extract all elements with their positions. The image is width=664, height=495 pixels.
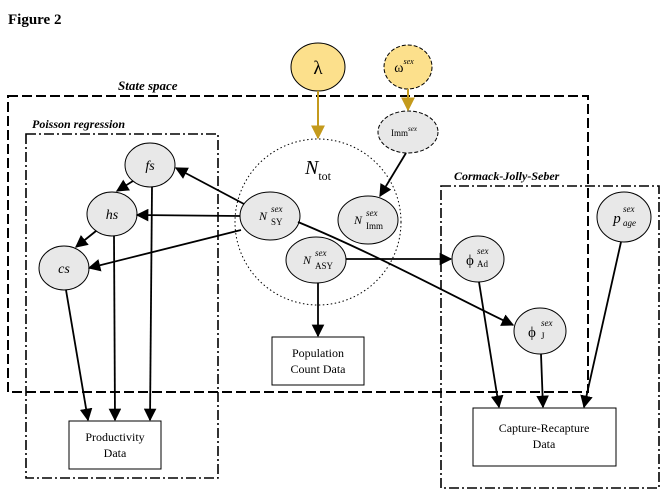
nimm-sup: sex (366, 208, 378, 218)
nsy-sub: SY (271, 217, 283, 227)
population-line1: Population (292, 346, 344, 360)
fs-label: fs (145, 159, 155, 174)
nasy-sub: ASY (315, 261, 334, 271)
lambda-label: λ (313, 58, 323, 79)
omega-label: ωsex (394, 57, 414, 76)
arrow-nsy-phij (297, 221, 515, 326)
phi-ad-sub: Ad (477, 259, 488, 269)
ntot-circle (234, 138, 402, 306)
phi-j-sub: J (541, 331, 545, 341)
nsy-sup: sex (271, 204, 283, 214)
population-count-box (271, 336, 365, 386)
p-age-base: p (612, 211, 621, 227)
nimm-node (337, 195, 399, 245)
nsy-n: N (258, 209, 268, 223)
phi-j-base: ϕ (528, 325, 536, 341)
nasy-node (285, 236, 347, 284)
productivity-line2: Data (104, 446, 127, 460)
fs-node (124, 142, 176, 188)
capture-recapture-box (472, 407, 617, 467)
p-age-sub: age (623, 218, 636, 228)
hs-label: hs (106, 208, 119, 223)
poisson-label: Poisson regression (32, 117, 125, 131)
cs-label: cs (58, 262, 70, 277)
arrow-phiad-capture (478, 281, 504, 409)
nsy-node (239, 191, 301, 241)
poisson-region (25, 133, 219, 479)
arrow-hs-cs (75, 230, 97, 248)
figure-title: Figure 2 (8, 12, 61, 28)
arrow-imm-nimm (379, 152, 407, 198)
arrow-phij-capture (536, 353, 549, 409)
arrow-nsy-fs (174, 167, 245, 205)
arrow-nsy-hs (135, 208, 241, 222)
phi-ad-sup: sex (477, 246, 489, 256)
omega-node (383, 44, 433, 90)
capture-line1: Capture-Recapture (499, 421, 590, 435)
nimm-sub: Imm (366, 221, 383, 231)
arrow-fs-productivity (143, 186, 157, 422)
phi-j-node (513, 307, 567, 355)
productivity-box (68, 420, 162, 470)
p-age-node (596, 191, 652, 243)
state-space-label: State space (118, 78, 178, 93)
phi-j-sup: sex (541, 318, 553, 328)
cjs-label: Cormack-Jolly-Seber (454, 169, 560, 183)
arrow-cs-productivity (65, 289, 93, 422)
cjs-region (440, 185, 660, 489)
imm-label: Immsex (391, 125, 418, 138)
p-age-sup: sex (623, 204, 635, 214)
capture-line2: Data (533, 437, 556, 451)
phi-ad-base: ϕ (466, 253, 474, 269)
arrow-hs-productivity (108, 235, 122, 422)
state-space-region (7, 95, 589, 393)
ntot-label: Ntot (304, 157, 332, 183)
nasy-sup: sex (315, 248, 327, 258)
arrow-page-capture (580, 241, 622, 409)
nasy-n: N (302, 253, 312, 267)
population-line2: Count Data (291, 362, 347, 376)
arrow-fs-hs (115, 179, 134, 192)
nimm-n: N (353, 213, 363, 227)
productivity-line1: Productivity (85, 430, 144, 444)
